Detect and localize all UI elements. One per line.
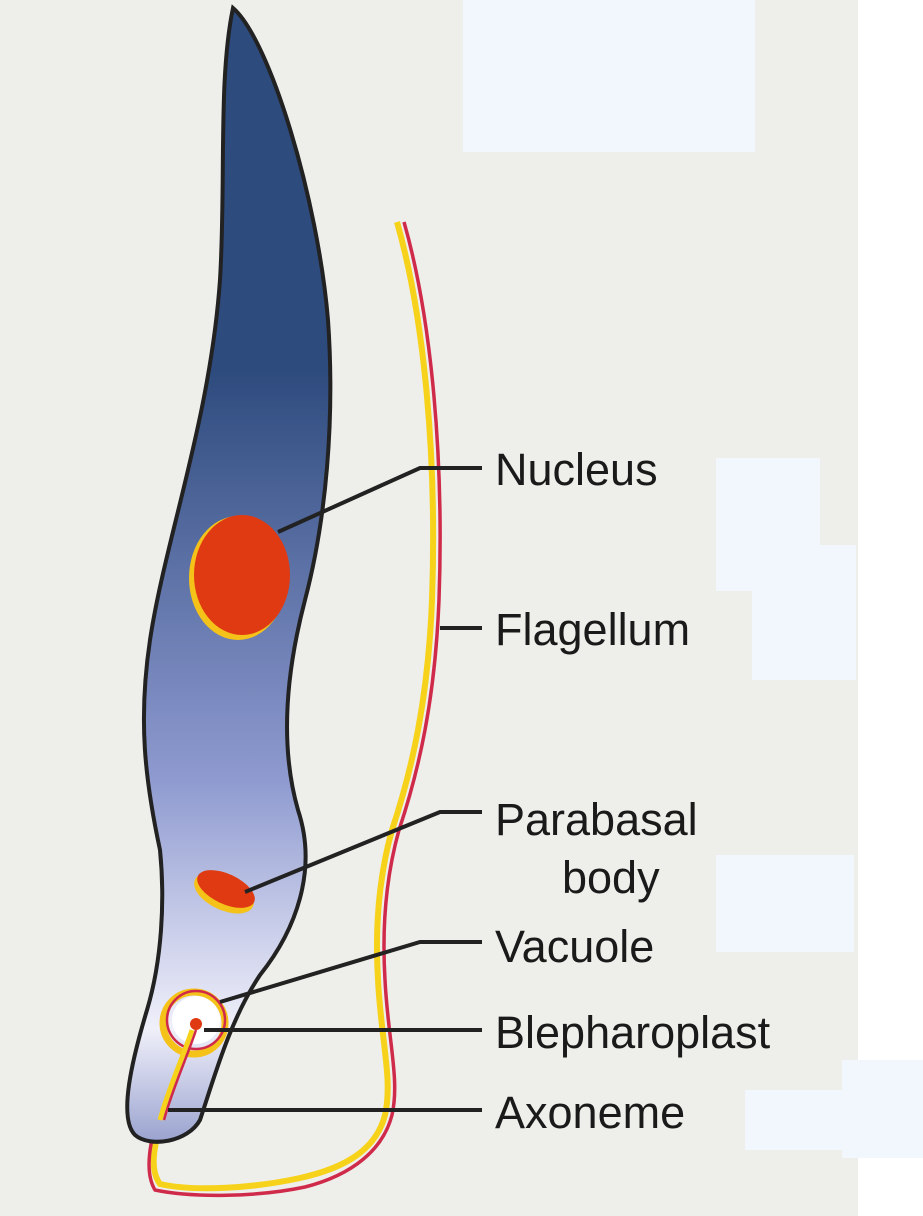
label-parabasal-line2: body: [562, 852, 660, 903]
label-nucleus: Nucleus: [495, 444, 658, 495]
nucleus: [194, 515, 290, 635]
label-parabasal-line1: Parabasal: [495, 794, 698, 845]
label-blepharoplast: Blepharoplast: [495, 1007, 771, 1058]
blepharoplast: [190, 1018, 202, 1030]
label-axoneme: Axoneme: [495, 1087, 685, 1138]
label-vacuole: Vacuole: [495, 921, 654, 972]
label-flagellum: Flagellum: [495, 604, 690, 655]
